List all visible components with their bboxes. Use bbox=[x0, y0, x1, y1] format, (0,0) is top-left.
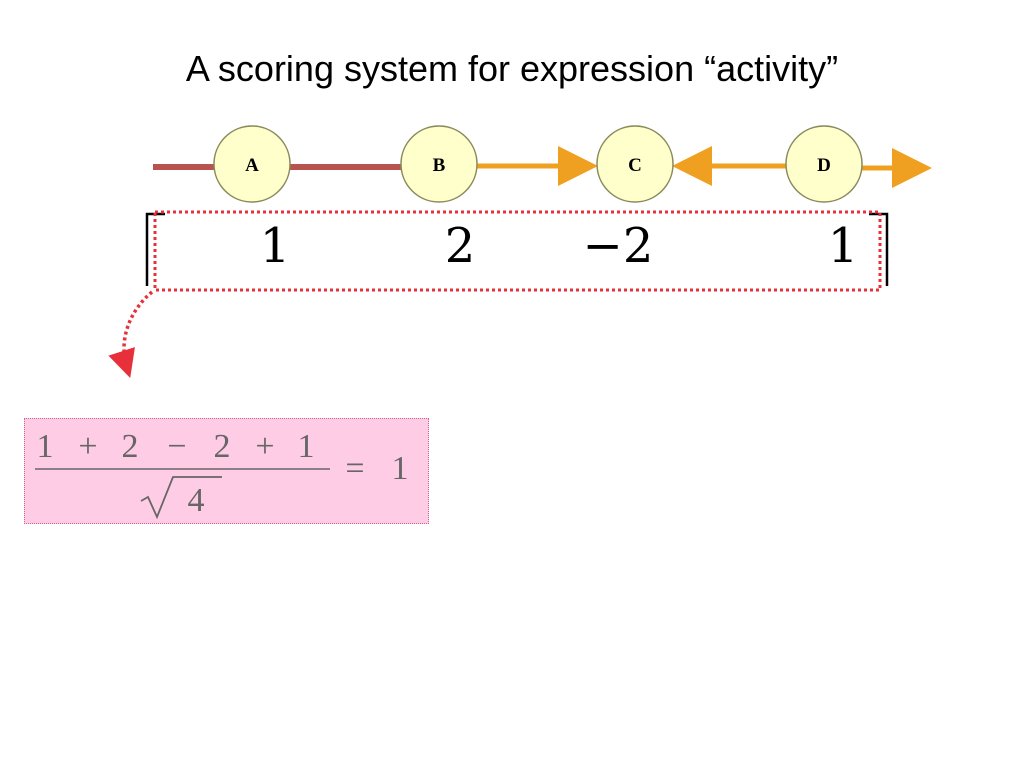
score-vector: 1 2 −2 1 bbox=[145, 210, 889, 292]
node-a-label: A bbox=[245, 155, 259, 176]
numerator-term-1: 1 bbox=[37, 428, 54, 465]
node-b: B bbox=[400, 125, 478, 203]
node-d-label: D bbox=[817, 155, 831, 176]
vector-value-c: −2 bbox=[583, 218, 654, 274]
numerator-op-3: + bbox=[255, 428, 274, 465]
vector-value-b: 2 bbox=[445, 218, 476, 274]
equals-sign: = bbox=[345, 450, 364, 487]
vector-value-a: 1 bbox=[260, 218, 291, 274]
numerator-term-4: 1 bbox=[298, 428, 315, 465]
numerator-op-2: − bbox=[167, 428, 186, 465]
pointer-arrow bbox=[108, 290, 154, 378]
numerator-op-1: + bbox=[78, 428, 97, 465]
slide-title: A scoring system for expression “activit… bbox=[185, 48, 839, 89]
vector-highlight-box bbox=[153, 210, 882, 292]
vector-value-d: 1 bbox=[828, 218, 859, 274]
vector-right-bracket bbox=[869, 212, 889, 286]
formula-result: 1 bbox=[392, 450, 409, 487]
node-c: C bbox=[596, 125, 674, 203]
score-formula: 1 + 2 − 2 + 1 4 = 1 bbox=[35, 428, 409, 520]
vector-left-bracket bbox=[145, 212, 165, 286]
square-root-sign bbox=[140, 476, 222, 520]
node-c-label: C bbox=[628, 155, 642, 176]
denominator-value: 4 bbox=[188, 482, 205, 519]
node-d: D bbox=[785, 125, 863, 203]
numerator-term-3: 2 bbox=[214, 428, 231, 465]
score-formula-box: 1 + 2 − 2 + 1 4 = 1 bbox=[24, 418, 429, 524]
node-b-label: B bbox=[433, 155, 446, 176]
node-a: A bbox=[213, 125, 291, 203]
numerator-term-2: 2 bbox=[122, 428, 139, 465]
